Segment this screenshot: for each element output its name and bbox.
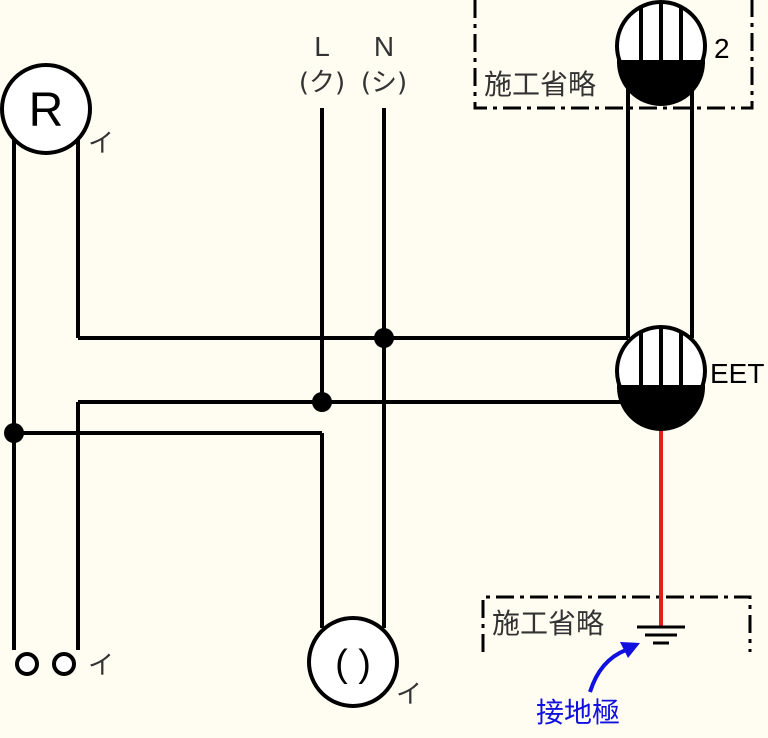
source-neutral-name: N [374,31,394,62]
switch-mark: イ [88,651,114,681]
lamp-mark: イ [88,129,114,159]
junction-dot [374,328,394,348]
omit-box-top [473,0,754,110]
outlet-eet-label: EET [710,358,764,389]
lamp-symbol-letter: R [29,84,64,137]
outlet-mark: イ [396,680,422,710]
outlet-symbol [307,616,399,708]
junction-dot [4,423,24,443]
ground-label: 接地極 [536,696,620,729]
switch-contact-left [15,652,39,676]
switch-contact-right [52,652,76,676]
outlet-top-count: 2 [714,33,730,64]
junction-dot [312,392,332,412]
source-neutral-color: (シ) [361,68,407,98]
omit-bottom-label: 施工省略 [492,607,604,640]
source-line-color: (ク) [299,68,345,98]
ground-arrow [588,648,627,693]
lamp-symbol [0,63,92,155]
outlet-eet-fill [617,387,705,431]
outlet-symbol-glyph: ( ) [335,643,371,685]
source-line-name: L [314,31,330,62]
omit-box-bottom [481,595,752,652]
outlet-top-fill [617,62,705,106]
ground-arrow-head [620,642,640,658]
omit-top-label: 施工省略 [484,68,596,101]
